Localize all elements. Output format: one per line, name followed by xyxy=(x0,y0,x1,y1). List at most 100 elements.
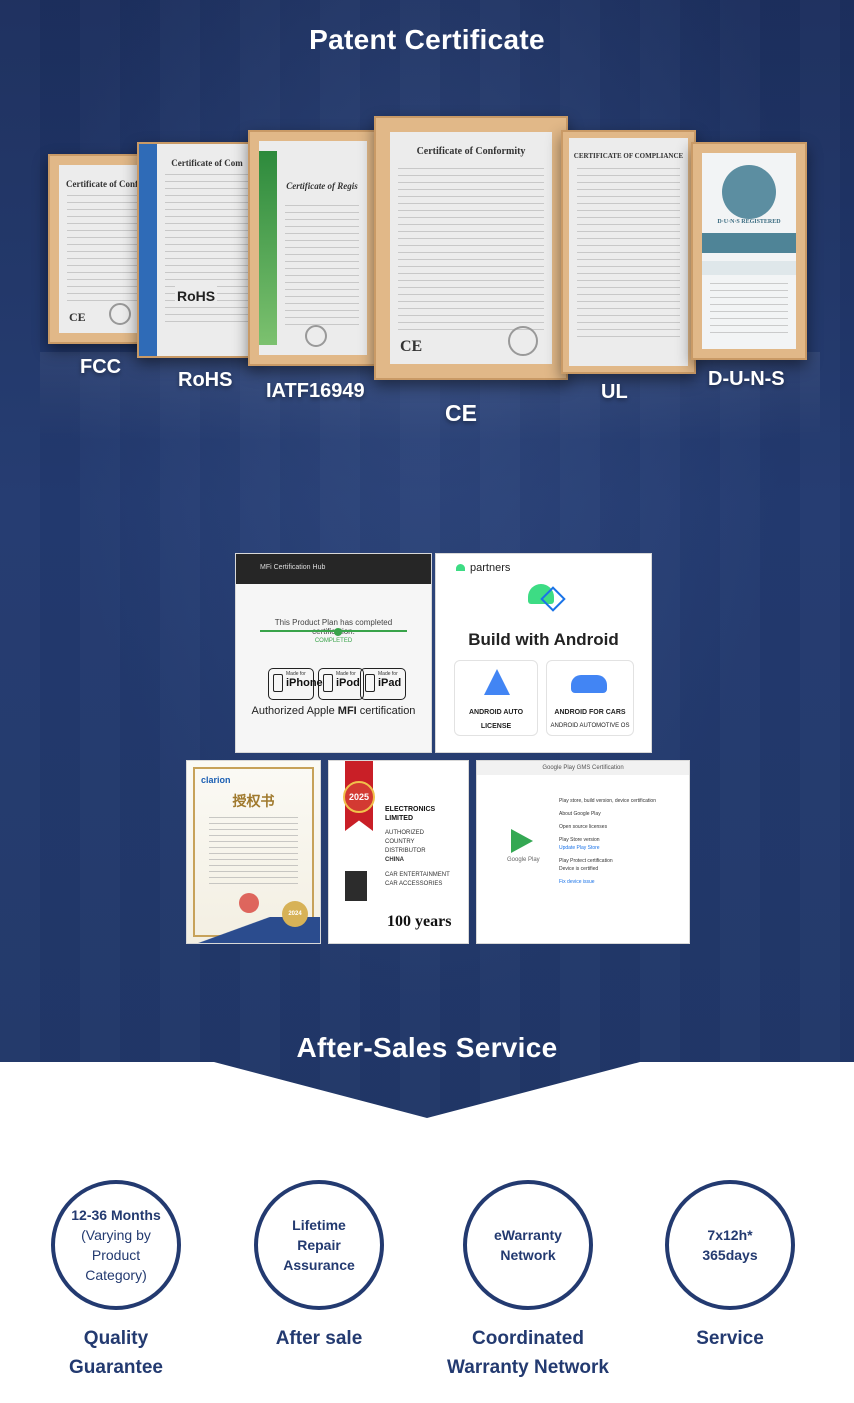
title-line: Coordinated xyxy=(472,1328,584,1349)
certificate-frame-rohs: Certificate of Com RoHS xyxy=(137,142,259,358)
ring-line: Lifetime xyxy=(292,1217,346,1233)
authorization-title: 授权书 xyxy=(232,793,275,809)
cert-label-ce: CE xyxy=(445,400,477,426)
mfi-caption-pre: Authorized Apple xyxy=(251,705,338,717)
gms-line: About Google Play xyxy=(559,811,601,817)
ring-line: Category) xyxy=(85,1267,147,1283)
android-dot-icon xyxy=(456,564,465,571)
ring-line: Product xyxy=(91,1247,141,1263)
red-seal-icon xyxy=(239,893,259,913)
android-partners-card: partners Build with Android ANDROID AUTO… xyxy=(435,553,652,753)
service-ring-ewarranty: eWarranty Network xyxy=(463,1180,593,1310)
android-robot-icon xyxy=(528,584,554,604)
ring-line: (Varying by xyxy=(81,1227,151,1243)
certificate-frame-ul: CERTIFICATE OF COMPLIANCE xyxy=(561,130,696,374)
certificate-heading: Certificate of Com xyxy=(171,158,243,168)
ce-mark-icon: CE xyxy=(69,310,86,324)
android-cars-label: ANDROID FOR CARS xyxy=(554,709,626,716)
gms-line: Play Protect certification xyxy=(559,858,613,864)
ce-mark-icon: CE xyxy=(400,338,423,355)
certificate-frame-ce: Certificate of Conformity CE xyxy=(374,116,568,380)
medal-2024: 2024 xyxy=(282,901,308,927)
android-auto-icon xyxy=(484,669,510,695)
iphone-icon xyxy=(273,674,283,692)
google-play-gms-card: Google Play GMS Certification Google Pla… xyxy=(476,760,690,944)
ring-line: eWarranty xyxy=(494,1227,562,1243)
title-line: Quality xyxy=(83,1328,149,1349)
distributor-certificate-card: 2025 ELECTRONICS LIMITED AUTHORIZED COUN… xyxy=(328,760,469,944)
made-for-ipad-badge: Made for iPad xyxy=(360,668,406,700)
clarion-logo: clarion xyxy=(201,775,231,785)
rohs-stamp: RoHS xyxy=(175,286,218,306)
gms-link: Update Play Store xyxy=(559,845,600,851)
service-title-after-sale: After sale xyxy=(209,1324,429,1353)
apple-mfi-card: MFi Certification Hub This Product Plan … xyxy=(235,553,432,753)
ring-line: 7x12h* xyxy=(707,1227,753,1243)
badge-device: iPad xyxy=(378,677,402,689)
made-for-iphone-badge: Made for iPhone xyxy=(268,668,323,700)
cert-label-rohs: RoHS xyxy=(178,369,233,391)
distributor-text: ELECTRONICS LIMITED AUTHORIZED COUNTRY D… xyxy=(385,805,455,889)
brand-logo-icon xyxy=(345,871,367,901)
badge-device: iPhone xyxy=(286,677,323,689)
cert-label-iatf16949: IATF16949 xyxy=(266,380,365,402)
certificate-heading: Certificate of Conformity xyxy=(416,146,526,157)
mfi-complete: COMPLETED xyxy=(314,638,353,644)
android-for-cars-box: ANDROID FOR CARS ANDROID AUTOMOTIVE OS xyxy=(546,660,634,736)
seal-icon xyxy=(508,326,538,356)
cert-label-duns: D-U-N-S xyxy=(708,368,785,390)
service-title-network: Coordinated Warranty Network xyxy=(418,1324,638,1382)
ring-line: Assurance xyxy=(283,1257,355,1273)
title-line: Service xyxy=(696,1328,764,1349)
gms-line: Play store, build version, device certif… xyxy=(559,798,656,804)
badge-device: iPod xyxy=(336,677,360,689)
mfi-caption: Authorized Apple MFI certification xyxy=(236,705,431,717)
gms-link: Fix device issue xyxy=(559,879,595,885)
patent-certificate-title: Patent Certificate xyxy=(309,24,545,55)
mfi-header: MFi Certification Hub xyxy=(236,554,431,584)
badge-made-for: Made for xyxy=(286,671,306,677)
car-icon xyxy=(571,675,607,693)
duns-logo-icon xyxy=(722,165,776,219)
certificate-heading: D·U·N·S REGISTERED xyxy=(717,219,781,225)
cert-label-ul: UL xyxy=(601,381,628,403)
year-medal: 2025 xyxy=(343,781,375,813)
service-ring-quality: 12-36 Months (Varying by Product Categor… xyxy=(51,1180,181,1310)
gms-header: Google Play GMS Certification xyxy=(477,761,689,775)
android-cars-sub: ANDROID AUTOMOTIVE OS xyxy=(550,723,630,729)
title-line: After sale xyxy=(275,1328,363,1349)
seal-icon xyxy=(305,325,327,347)
android-auto-label: ANDROID AUTO xyxy=(468,709,524,716)
certificate-frame-duns: D·U·N·S REGISTERED xyxy=(691,142,807,360)
ring-line: 365days xyxy=(702,1247,758,1263)
mfi-caption-bold: MFI xyxy=(337,705,357,717)
title-line: Guarantee xyxy=(69,1357,163,1378)
clarion-authorization-card: clarion 授权书 2024 xyxy=(186,760,321,944)
distributor-country: CHINA xyxy=(385,857,404,863)
distributor-company: ELECTRONICS LIMITED xyxy=(385,806,436,822)
gms-line: Device is certified xyxy=(559,866,599,872)
service-ring-hours: 7x12h* 365days xyxy=(665,1180,795,1310)
badge-made-for: Made for xyxy=(336,671,356,677)
google-play-caption: Google Play xyxy=(507,857,540,863)
ring-heading: 12-36 Months xyxy=(71,1207,161,1223)
android-auto-sub: LICENSE xyxy=(480,723,512,730)
certificate-heading: Certificate of Conf xyxy=(66,179,138,189)
ring-line: Repair xyxy=(297,1237,341,1253)
distributor-category: CAR ENTERTAINMENT CAR ACCESSORIES xyxy=(385,872,450,887)
service-ring-repair: Lifetime Repair Assurance xyxy=(254,1180,384,1310)
gms-line: Play Store version xyxy=(559,837,600,843)
certificate-frame-iatf16949: Certificate of Regis xyxy=(248,130,378,366)
mfi-caption-post: certification xyxy=(356,705,416,717)
made-for-ipod-badge: Made for iPod xyxy=(318,668,364,700)
check-icon xyxy=(334,628,342,636)
distributor-role: AUTHORIZED COUNTRY DISTRIBUTOR xyxy=(385,830,426,854)
build-with-android-title: Build with Android xyxy=(468,630,619,649)
partners-brand: partners xyxy=(470,562,511,574)
badge-made-for: Made for xyxy=(378,671,398,677)
service-title-quality: Quality Guarantee xyxy=(6,1324,226,1382)
certificate-heading: Certificate of Regis xyxy=(286,181,358,191)
service-title-service: Service xyxy=(620,1324,840,1353)
android-auto-license-box: ANDROID AUTO LICENSE xyxy=(454,660,538,736)
title-line: Warranty Network xyxy=(447,1357,609,1378)
